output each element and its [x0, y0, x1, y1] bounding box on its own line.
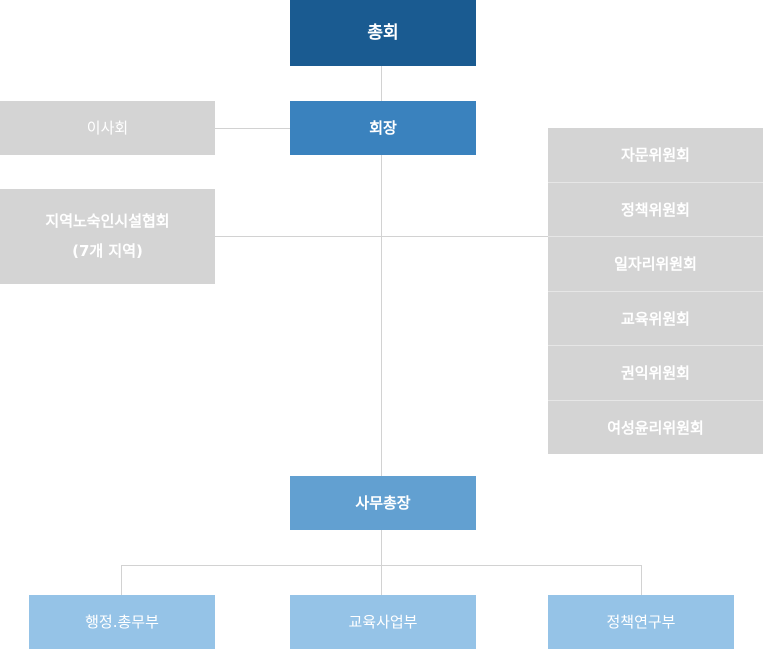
connector-assembly-chairman — [381, 66, 382, 101]
committee-policy: 정책위원회 — [548, 183, 763, 237]
general-assembly-box: 총회 — [290, 0, 476, 66]
committee-label: 권익위원회 — [620, 364, 690, 383]
committee-label: 교육위원회 — [620, 309, 690, 328]
committees-panel: 자문위원회 정책위원회 일자리위원회 교육위원회 권익위원회 여성윤리위원회 — [548, 128, 763, 454]
board-box: 이사회 — [0, 101, 215, 155]
committee-education: 교육위원회 — [548, 292, 763, 346]
committee-label: 일자리위원회 — [614, 255, 697, 274]
dept-label: 교육사업부 — [348, 612, 418, 631]
secretary-general-box: 사무총장 — [290, 476, 476, 530]
connector-regional-committees — [215, 236, 548, 237]
connector-dept-left — [121, 565, 122, 595]
dept-education-box: 교육사업부 — [290, 595, 476, 649]
connector-dept-right — [641, 565, 642, 595]
regional-association-label: 지역노숙인시설협회 — [45, 212, 170, 231]
dept-label: 행정.총무부 — [85, 612, 159, 631]
chairman-label: 회장 — [369, 118, 397, 137]
committee-rights: 권익위원회 — [548, 346, 763, 401]
secretary-general-label: 사무총장 — [355, 493, 411, 512]
committee-label: 정책위원회 — [620, 200, 690, 219]
connector-main-trunk — [381, 155, 382, 476]
connector-departments-bar — [121, 565, 642, 566]
committee-label: 여성윤리위원회 — [607, 418, 704, 437]
chairman-box: 회장 — [290, 101, 476, 155]
committee-label: 자문위원회 — [620, 146, 690, 165]
committee-jobs: 일자리위원회 — [548, 237, 763, 292]
dept-policy-research-box: 정책연구부 — [548, 595, 734, 649]
board-label: 이사회 — [86, 118, 129, 137]
connector-secretary-down — [381, 530, 382, 595]
regional-association-count: (7개 지역) — [72, 241, 143, 260]
dept-admin-box: 행정.총무부 — [29, 595, 215, 649]
committee-advisory: 자문위원회 — [548, 128, 763, 183]
regional-association-box: 지역노숙인시설협회 (7개 지역) — [0, 189, 215, 284]
committee-women-ethics: 여성윤리위원회 — [548, 401, 763, 455]
connector-board — [215, 128, 290, 129]
dept-label: 정책연구부 — [606, 612, 676, 631]
general-assembly-label: 총회 — [367, 22, 399, 43]
